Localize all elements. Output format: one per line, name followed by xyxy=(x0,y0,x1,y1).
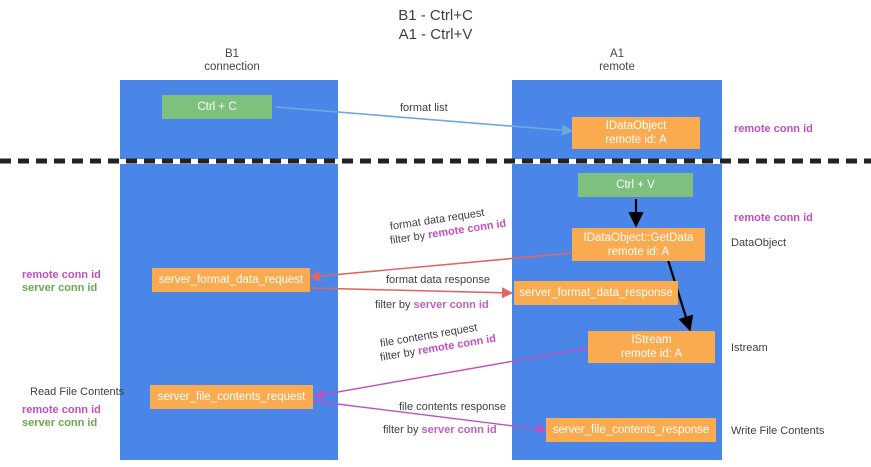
arrow-format-data-response xyxy=(309,287,514,299)
node-ctrl-c[interactable]: Ctrl + C xyxy=(162,95,272,119)
node-idataobject-getdata[interactable]: IDataObject::GetData remote id: A xyxy=(572,228,705,261)
node-server-format-data-request-label: server_format_data_request xyxy=(158,274,304,286)
lane-b1-lower xyxy=(120,164,338,460)
lane-b1-upper xyxy=(120,80,338,159)
diagram-title: B1 - Ctrl+C A1 - Ctrl+V xyxy=(398,7,473,43)
node-idataobject-remote[interactable]: IDataObject remote id: A xyxy=(572,117,700,149)
node-idataobject-getdata-label: IDataObject::GetData xyxy=(583,231,694,244)
node-server-format-data-request[interactable]: server_format_data_request xyxy=(152,268,310,292)
filter-value-server-conn-id: server conn id xyxy=(421,424,497,436)
filter-prefix: filter by xyxy=(383,424,422,436)
node-idataobject-remote-sublabel: remote id: A xyxy=(605,134,667,146)
annotation-right-write-file-contents: Write File Contents xyxy=(731,425,825,437)
edge-label-format-list: format list xyxy=(400,102,448,114)
lane-a1-lower xyxy=(512,164,722,460)
edge-label-format-data-response-filter: filter by server conn id xyxy=(375,298,489,312)
annotation-right-istream: Istream xyxy=(731,342,768,354)
node-ctrl-v-label: Ctrl + V xyxy=(616,179,655,191)
node-ctrl-c-label: Ctrl + C xyxy=(197,101,237,113)
node-idataobject-remote-label: IDataObject xyxy=(605,120,667,132)
edge-label-file-contents-response: file contents response xyxy=(399,401,507,413)
arrow-file-contents-request xyxy=(314,347,589,400)
arrow-getdata-to-istream xyxy=(666,259,694,332)
node-istream-sublabel: remote id: A xyxy=(620,348,683,360)
node-server-file-contents-request-label: server_file_contents_request xyxy=(157,391,306,403)
arrow-format-data-request xyxy=(308,252,573,282)
edge-label-file-contents-response-filter: filter by server conn id xyxy=(383,423,497,437)
node-server-file-contents-response-label: server_file_contents_response xyxy=(552,424,710,436)
node-server-format-data-response[interactable]: server_format_data_response xyxy=(514,281,678,305)
node-ctrl-v[interactable]: Ctrl + V xyxy=(578,173,693,197)
edge-label-format-data-response: format data response xyxy=(386,274,490,286)
annotation-right-remote-conn-id-1: remote conn id xyxy=(734,123,813,135)
arrow-format-list xyxy=(275,106,574,136)
filter-value-server-conn-id: server conn id xyxy=(413,299,489,311)
annotation-left-server-conn-id-2: server conn id xyxy=(22,417,98,429)
node-istream[interactable]: IStream remote id: A xyxy=(588,331,715,363)
node-server-file-contents-response[interactable]: server_file_contents_response xyxy=(546,418,716,442)
column-header-b1: B1 connection xyxy=(204,48,260,73)
annotation-left-remote-conn-id-2: remote conn id xyxy=(22,404,101,416)
node-istream-label: IStream xyxy=(631,334,672,346)
filter-prefix: filter by xyxy=(375,299,414,311)
annotation-right-remote-conn-id-2: remote conn id xyxy=(734,212,813,224)
node-server-format-data-response-label: server_format_data_response xyxy=(519,287,673,299)
arrow-file-contents-response xyxy=(312,400,547,434)
column-header-a1: A1 remote xyxy=(599,48,635,73)
annotation-left-server-conn-id-1: server conn id xyxy=(22,282,98,294)
annotation-right-dataobject: DataObject xyxy=(731,237,787,249)
node-idataobject-getdata-sublabel: remote id: A xyxy=(607,245,670,258)
annotation-left-remote-conn-id-1: remote conn id xyxy=(22,269,101,281)
annotation-left-read-file-contents: Read File Contents xyxy=(30,386,125,398)
node-server-file-contents-request[interactable]: server_file_contents_request xyxy=(150,385,313,409)
